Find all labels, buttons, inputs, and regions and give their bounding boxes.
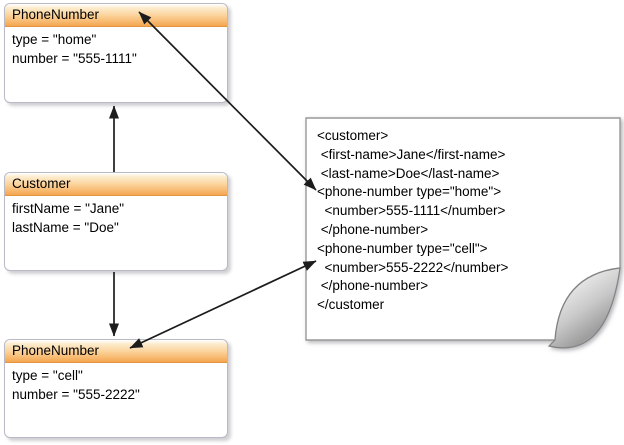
xml-document-page	[305, 117, 621, 349]
object-attr: number = "555-1111"	[12, 51, 137, 66]
xml-line: </phone-number>	[317, 278, 429, 294]
xml-line: <customer>	[317, 128, 389, 143]
object-title: PhoneNumber	[5, 4, 227, 27]
xml-line: <number>555-2222</number>	[317, 259, 509, 275]
arrow-phone-cell-to-xml	[129, 260, 317, 349]
xml-line: <phone-number type="home">	[317, 184, 502, 200]
object-attr: type = "home"	[12, 32, 97, 47]
xml-line: <first-name>Jane</first-name>	[317, 146, 506, 162]
object-title: PhoneNumber	[5, 340, 227, 363]
xml-code: <customer> <first-name>Jane</first-name>…	[317, 127, 617, 315]
object-attributes: type = "cell" number = "555-2222"	[5, 363, 227, 404]
object-title: Customer	[5, 173, 227, 196]
xml-line: </phone-number>	[317, 221, 429, 237]
object-attr: number = "555-2222"	[12, 387, 140, 402]
object-attributes: firstName = "Jane" lastName = "Doe"	[5, 196, 227, 237]
page-curl-icon	[547, 267, 621, 349]
object-attr: firstName = "Jane"	[12, 201, 125, 216]
object-box-customer: Customer firstName = "Jane" lastName = "…	[4, 172, 228, 271]
object-attr: lastName = "Doe"	[12, 220, 119, 235]
xml-line: <phone-number type="cell">	[317, 240, 488, 256]
object-attr: type = "cell"	[12, 368, 83, 383]
object-box-phonenumber-home: PhoneNumber type = "home" number = "555-…	[4, 3, 228, 103]
object-attributes: type = "home" number = "555-1111"	[5, 27, 227, 68]
xml-line: <last-name>Doe</last-name>	[317, 165, 500, 181]
object-box-phonenumber-cell: PhoneNumber type = "cell" number = "555-…	[4, 339, 228, 438]
xml-line: </customer	[317, 297, 385, 313]
xml-line: <number>555-1111</number>	[317, 203, 506, 219]
